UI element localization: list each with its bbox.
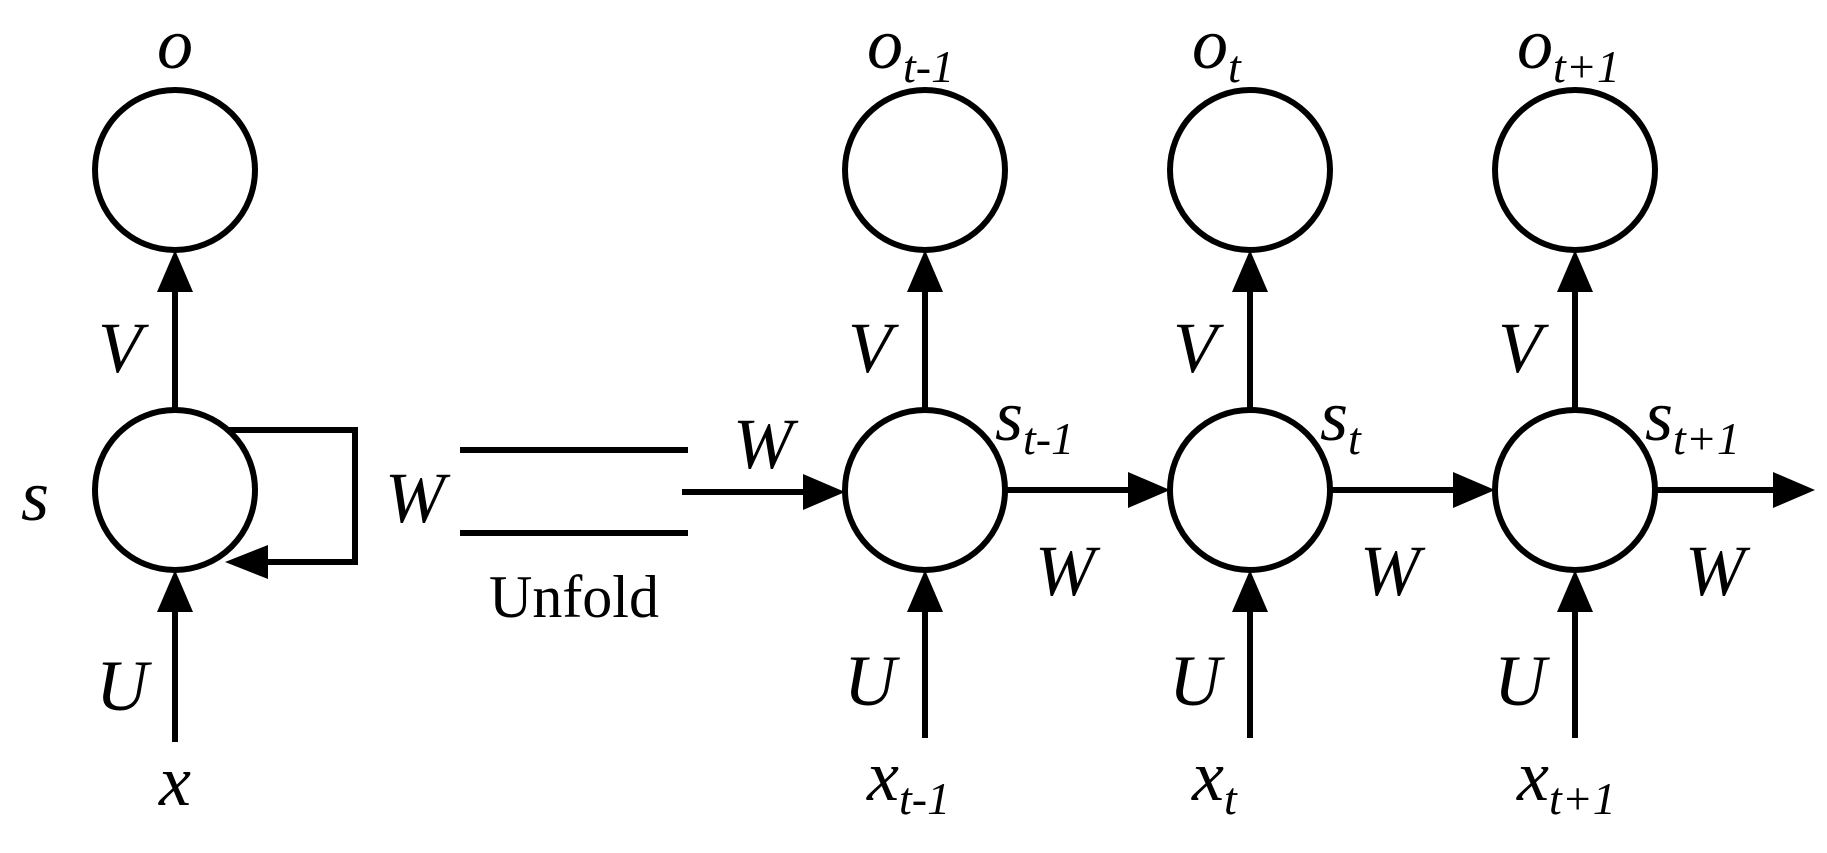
step-0-input-label-base: x <box>866 736 899 816</box>
folded-recurrent-loop <box>228 427 358 565</box>
step-0-input-label-subscript: t-1 <box>899 773 950 824</box>
folded-u-arrow-head <box>157 570 193 612</box>
step-0-w-arrow-head <box>1128 472 1170 508</box>
step-1-state-label-base: s <box>1320 376 1348 456</box>
step-0-output-weight-label: V <box>848 308 899 388</box>
step-2-input-weight-label: U <box>1494 641 1550 721</box>
step-1-output-node <box>1167 87 1333 253</box>
folded-input-label: x <box>158 741 191 821</box>
step-0-output-node <box>842 87 1008 253</box>
step-2-output-label-base: o <box>1517 4 1553 84</box>
step-2-output-node <box>1492 87 1658 253</box>
entry-arrow-head <box>803 474 845 510</box>
step-2-output-label-subscript: t+1 <box>1553 41 1620 92</box>
folded-v-arrow-head <box>157 250 193 292</box>
step-2-state-label: st+1 <box>1645 376 1740 464</box>
entry-weight-label: W <box>733 404 799 484</box>
step-2-input-label: xt+1 <box>1516 736 1616 824</box>
step-1-output-weight-label: V <box>1173 308 1224 388</box>
step-2-u-arrow-head <box>1557 570 1593 612</box>
step-2-w-arrow-head <box>1773 472 1815 508</box>
folded-rnn: o V s W U x <box>21 4 451 821</box>
folded-state-label: s <box>21 456 49 536</box>
step-2-input-label-base: x <box>1516 736 1549 816</box>
step-1-v-arrow-head <box>1232 250 1268 292</box>
step-0-v-arrow-head <box>907 250 943 292</box>
folded-input-weight-label: U <box>96 646 152 726</box>
step-2-state-label-base: s <box>1645 376 1673 456</box>
folded-recurrent-weight-label: W <box>385 458 451 538</box>
step-0-u-arrow-head <box>907 570 943 612</box>
step-1-w-arrow-head <box>1453 472 1495 508</box>
step-1-input-label: xt <box>1191 736 1238 824</box>
step-0-state-node <box>842 407 1008 573</box>
step-1-output-label: ot <box>1192 4 1242 92</box>
step-1-state-label: st <box>1320 376 1362 464</box>
unfold-label: Unfold <box>489 564 659 630</box>
step-1-state-label-subscript: t <box>1348 413 1362 464</box>
step-2-input-label-subscript: t+1 <box>1549 773 1616 824</box>
folded-output-node <box>92 87 258 253</box>
folded-recurrent-arrow-head <box>225 545 268 579</box>
folded-output-label: o <box>157 4 193 84</box>
step-2-v-arrow-head <box>1557 250 1593 292</box>
entry-edge: W <box>682 404 845 510</box>
step-0-output-label-base: o <box>867 4 903 84</box>
step-0-input-label: xt-1 <box>866 736 950 824</box>
folded-state-node <box>92 407 258 573</box>
step-2-output-label: ot+1 <box>1517 4 1620 92</box>
step-0-forward-weight-label: W <box>1035 531 1101 611</box>
step-2-output-weight-label: V <box>1498 308 1549 388</box>
step-0-state-label: st-1 <box>995 376 1074 464</box>
step-1-input-weight-label: U <box>1169 641 1225 721</box>
step-2-state-node <box>1492 407 1658 573</box>
step-0-input-weight-label: U <box>844 641 900 721</box>
step-1-u-arrow-head <box>1232 570 1268 612</box>
folded-output-weight-label: V <box>98 308 149 388</box>
step-1-state-node <box>1167 407 1333 573</box>
step-1-output-label-base: o <box>1192 4 1228 84</box>
step-0-output-label-subscript: t-1 <box>903 41 954 92</box>
step-1-output-label-subscript: t <box>1228 41 1242 92</box>
step-0-output-label: ot-1 <box>867 4 954 92</box>
step-0-state-label-subscript: t-1 <box>1023 413 1074 464</box>
step-1-input-label-base: x <box>1191 736 1224 816</box>
step-2-forward-weight-label: W <box>1685 531 1751 611</box>
unfold-symbol: Unfold <box>460 447 688 630</box>
step-1-input-label-subscript: t <box>1224 773 1238 824</box>
step-0-state-label-base: s <box>995 376 1023 456</box>
step-2-state-label-subscript: t+1 <box>1673 413 1740 464</box>
step-1-forward-weight-label: W <box>1360 531 1426 611</box>
